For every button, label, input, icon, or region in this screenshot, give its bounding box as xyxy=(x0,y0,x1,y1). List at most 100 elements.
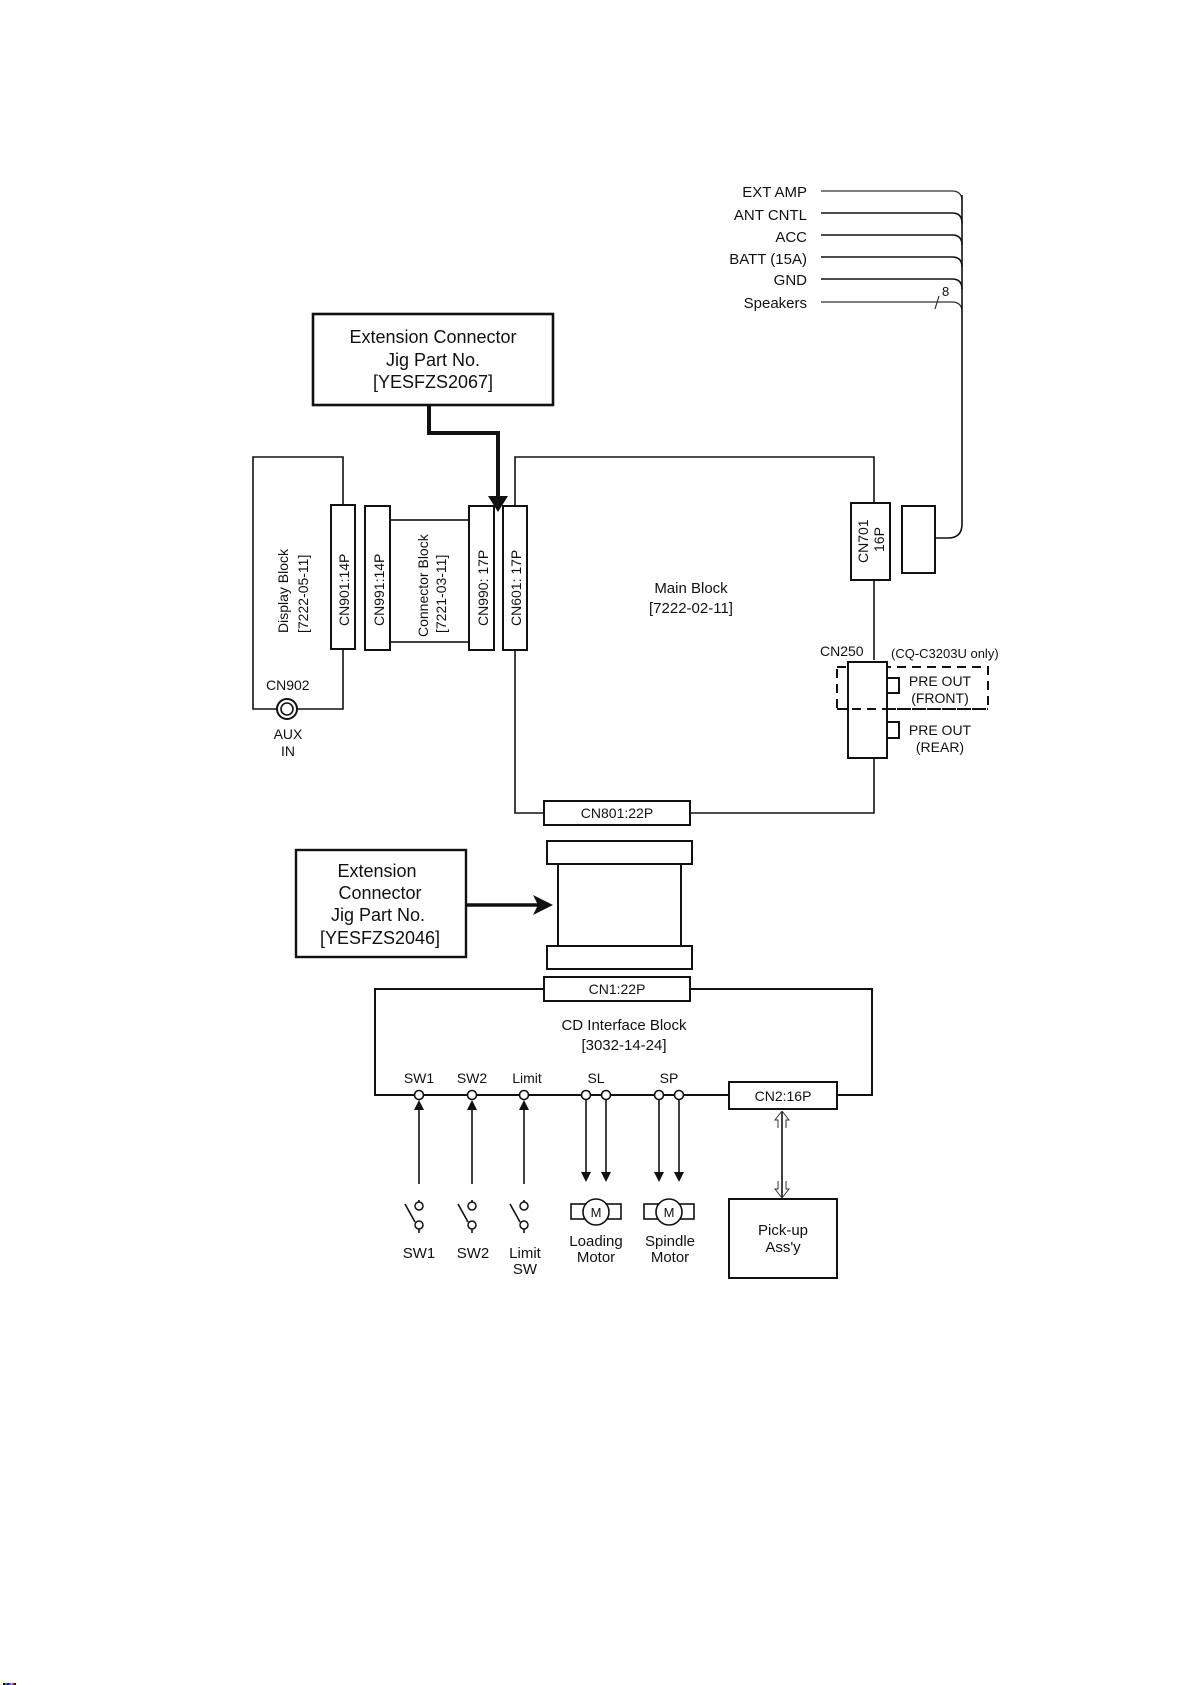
signal-label-acc: ACC xyxy=(775,229,807,246)
main-block-bottom-outline xyxy=(690,758,875,814)
switch-limit-label-line-2: SW xyxy=(513,1261,538,1278)
speaker-wire-count: 8 xyxy=(942,284,949,299)
cn901-connector xyxy=(330,504,356,650)
jig-top-line-1: Extension Connector xyxy=(349,327,516,347)
spindle-motor-icon: M xyxy=(643,1198,695,1226)
switch-sw2-label: SW2 xyxy=(457,1245,490,1262)
switch-limit-icon xyxy=(509,1200,529,1233)
signal-label-batt: BATT (15A) xyxy=(729,251,807,268)
jig-bottom: Extension Connector Jig Part No. [YESFZS… xyxy=(294,840,693,970)
connector-block-name: Connector Block xyxy=(415,533,431,637)
signal-label-ext-amp: EXT AMP xyxy=(742,184,807,201)
pickup-label-line-1: Pick-up xyxy=(758,1222,808,1239)
pickup-box xyxy=(728,1198,838,1279)
wire-batt xyxy=(821,256,963,268)
jig-top-part-number: [YESFZS2067] xyxy=(373,372,493,392)
jig-top-lead xyxy=(427,405,500,498)
jig-top-box xyxy=(311,312,555,407)
wire-acc xyxy=(821,234,963,246)
cn1-label: CN1:22P xyxy=(589,981,646,997)
connector-block-part: [7221-03-11] xyxy=(433,555,449,633)
main-block: CN601: 17P Main Block [7222-02-11] CN701… xyxy=(502,456,999,826)
terminal-sp-1 xyxy=(653,1089,665,1101)
wire-ant-cntl xyxy=(821,212,963,224)
pin-label-sw1: SW1 xyxy=(404,1070,435,1086)
main-block-top-outline xyxy=(514,456,875,505)
terminal-sp-2 xyxy=(673,1089,685,1101)
pin-label-limit: Limit xyxy=(512,1070,542,1086)
cn701-label-line-1: CN701 xyxy=(855,519,871,563)
connector-block: CN991:14P Connector Block [7221-03-11] C… xyxy=(364,505,495,651)
loading-motor-label-line-1: Loading xyxy=(569,1233,622,1250)
aux-label-line-2: IN xyxy=(281,743,295,759)
cn250-label: CN250 xyxy=(820,643,864,659)
main-block-name: Main Block xyxy=(654,580,728,597)
pickup-bus-arrow-icon xyxy=(773,1110,791,1199)
color-calibration-strip xyxy=(3,1683,16,1685)
cn990-label: CN990: 17P xyxy=(475,550,491,626)
power-harness-plug xyxy=(901,505,936,574)
cd-block-outline-right xyxy=(690,988,873,1096)
signal-arrows xyxy=(414,1100,791,1199)
display-block-part: [7222-05-11] xyxy=(295,555,311,633)
cn902-label: CN902 xyxy=(266,677,310,693)
wire-speakers xyxy=(821,301,963,313)
wire-gnd xyxy=(821,278,963,290)
jig-bottom-line-2: Connector xyxy=(338,883,421,903)
display-block-name: Display Block xyxy=(275,548,291,633)
motors: M Loading Motor M Spindle Motor xyxy=(569,1198,695,1266)
cn2-label: CN2:16P xyxy=(755,1088,812,1104)
jig-top: Extension Connector Jig Part No. [YESFZS… xyxy=(311,312,555,512)
switch-sw1-label: SW1 xyxy=(403,1245,436,1262)
cn601-connector xyxy=(502,505,528,651)
cn991-label: CN991:14P xyxy=(371,554,387,626)
preout-rear-line-2: (REAR) xyxy=(916,739,964,755)
jig-bottom-arrow-icon xyxy=(533,895,553,915)
preout-front-line-1: PRE OUT xyxy=(909,673,972,689)
jig-bottom-line-1: Extension xyxy=(337,861,416,881)
main-block-left-outline xyxy=(514,649,546,814)
loading-motor-icon: M xyxy=(570,1198,622,1226)
cn801-label: CN801:22P xyxy=(581,805,653,821)
cn1-connector xyxy=(543,976,691,1002)
switch-sw2-icon xyxy=(457,1200,477,1233)
cn2-connector xyxy=(728,1081,838,1110)
jig-top-line-2: Jig Part No. xyxy=(386,350,480,370)
jig-top-arrow-icon xyxy=(488,496,508,512)
preout-rear-jack-icon xyxy=(887,721,900,739)
aux-label-line-1: AUX xyxy=(274,726,303,742)
jig-bottom-box xyxy=(294,848,468,959)
spindle-motor-label-line-2: Motor xyxy=(651,1249,689,1266)
terminal-sw1 xyxy=(413,1089,425,1101)
preout-rear-line-1: PRE OUT xyxy=(909,722,972,738)
loading-motor-symbol: M xyxy=(591,1205,602,1220)
coupler-bottom-plug xyxy=(546,945,693,970)
cd-block-outline-left xyxy=(374,988,729,1096)
signal-label-gnd: GND xyxy=(774,272,808,289)
display-block: Display Block [7222-05-11] CN901:14P CN9… xyxy=(252,456,356,759)
terminal-limit xyxy=(518,1089,530,1101)
pickup-label-line-2: Ass'y xyxy=(765,1239,801,1256)
spindle-motor-symbol: M xyxy=(664,1205,675,1220)
cd-block-part: [3032-14-24] xyxy=(581,1037,666,1054)
cn701-label-line-2: 16P xyxy=(871,527,887,552)
display-block-outline xyxy=(252,456,344,710)
coupler-top-plug xyxy=(546,840,693,865)
jig-bottom-line-3: Jig Part No. xyxy=(331,905,425,925)
switches: SW1 SW2 Limit SW xyxy=(403,1200,542,1278)
signal-label-ant-cntl: ANT CNTL xyxy=(734,207,807,224)
external-bus xyxy=(935,195,963,539)
cn601-label: CN601: 17P xyxy=(508,550,524,626)
pickup-assembly: Pick-up Ass'y xyxy=(728,1198,838,1279)
cd-interface-block: CN1:22P CD Interface Block [3032-14-24] … xyxy=(374,976,873,1110)
pin-label-sw2: SW2 xyxy=(457,1070,488,1086)
external-signals: EXT AMP ANT CNTL ACC BATT (15A) GND Spea… xyxy=(729,184,963,539)
signal-label-speakers: Speakers xyxy=(744,295,807,312)
loading-motor-label-line-2: Motor xyxy=(577,1249,615,1266)
terminal-sl-1 xyxy=(580,1089,592,1101)
jig-bottom-part-number: [YESFZS2046] xyxy=(320,928,440,948)
pin-label-sl: SL xyxy=(587,1070,604,1086)
cn801-connector xyxy=(543,800,691,826)
main-block-part: [7222-02-11] xyxy=(649,600,733,617)
